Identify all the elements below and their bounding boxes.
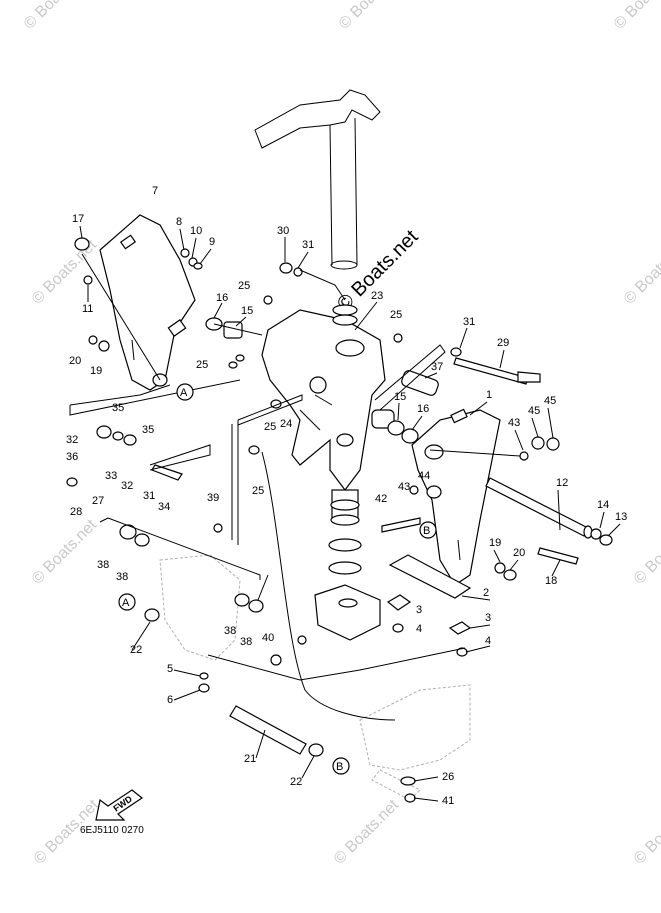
part-label-38b: 38 bbox=[116, 571, 128, 583]
part-label-2: 2 bbox=[483, 587, 489, 599]
part-label-29: 29 bbox=[497, 337, 509, 349]
part-label-6: 6 bbox=[167, 694, 173, 706]
part-label-5: 5 bbox=[167, 663, 173, 675]
small-parts bbox=[66, 237, 613, 803]
diagram-code: 6EJ5110 0270 bbox=[80, 825, 144, 836]
part-label-25a: 25 bbox=[238, 280, 250, 292]
watermark-r2: © Boats.net bbox=[631, 516, 661, 588]
lower-unit-ghost bbox=[159, 554, 471, 801]
part-label-43b: 43 bbox=[398, 481, 410, 493]
part-label-11: 11 bbox=[82, 303, 93, 315]
part-label-34: 34 bbox=[158, 501, 170, 513]
callout-b-upper: B bbox=[423, 525, 430, 537]
part-label-42: 42 bbox=[375, 493, 387, 505]
part-label-23: 23 bbox=[371, 290, 383, 302]
watermark-center: © Boats.net bbox=[333, 226, 423, 316]
part-label-14: 14 bbox=[597, 499, 609, 511]
watermark-br: © Boats.net bbox=[631, 796, 661, 868]
callout-b-lower: B bbox=[336, 761, 343, 773]
part-label-41: 41 bbox=[442, 795, 454, 807]
part-label-36: 36 bbox=[66, 451, 78, 463]
part-label-25d: 25 bbox=[264, 421, 276, 433]
part-label-12: 12 bbox=[556, 477, 568, 489]
part-label-38a: 38 bbox=[97, 559, 109, 571]
part-label-31b: 31 bbox=[463, 316, 475, 328]
part-label-25b: 25 bbox=[196, 359, 208, 371]
watermark-mr: © Boats.net bbox=[621, 236, 661, 308]
part-label-19b: 19 bbox=[489, 537, 501, 549]
part-label-3b: 3 bbox=[485, 612, 491, 624]
part-label-22b: 22 bbox=[290, 776, 302, 788]
watermark-tl: © Boats.net bbox=[21, 0, 93, 33]
part-label-24: 24 bbox=[280, 418, 292, 430]
part-label-35a: 35 bbox=[112, 402, 124, 414]
part-label-25c: 25 bbox=[390, 309, 402, 321]
left-clamp-bracket bbox=[99, 214, 196, 391]
tiller-handle bbox=[254, 89, 381, 270]
part-label-21: 21 bbox=[244, 753, 256, 765]
part-label-45b: 45 bbox=[544, 395, 556, 407]
callout-a-upper: A bbox=[180, 387, 188, 399]
watermark-tr: © Boats.net bbox=[611, 0, 661, 33]
callout-a-lower: A bbox=[122, 597, 130, 609]
part-label-13: 13 bbox=[615, 511, 627, 523]
part-label-37: 37 bbox=[431, 361, 443, 373]
label-ticks bbox=[79, 225, 621, 802]
watermark-ml: © Boats.net bbox=[29, 236, 101, 308]
part-label-31a: 31 bbox=[302, 239, 314, 251]
part-label-20b: 20 bbox=[513, 547, 525, 559]
part-label-17: 17 bbox=[72, 213, 84, 225]
part-labels: 7 17 8 10 9 11 16 15 25 25 20 19 30 31 2… bbox=[66, 185, 627, 807]
part-label-35b: 35 bbox=[142, 424, 154, 436]
part-label-25e: 25 bbox=[252, 485, 264, 497]
watermark-bm: © Boats.net bbox=[331, 796, 403, 868]
part-label-4a: 4 bbox=[416, 623, 422, 635]
part-label-28: 28 bbox=[70, 506, 82, 518]
part-label-4b: 4 bbox=[485, 635, 491, 647]
friction-plate bbox=[386, 554, 472, 635]
part-label-7: 7 bbox=[152, 185, 158, 197]
part-label-45a: 45 bbox=[528, 405, 540, 417]
part-label-22a: 22 bbox=[130, 644, 142, 656]
part-label-27: 27 bbox=[92, 495, 104, 507]
part-label-38c: 38 bbox=[224, 625, 236, 637]
part-label-33: 33 bbox=[105, 470, 117, 482]
part-label-15b: 15 bbox=[394, 391, 406, 403]
part-label-9: 9 bbox=[209, 236, 215, 248]
part-label-40: 40 bbox=[262, 632, 274, 644]
leader-lines bbox=[69, 253, 521, 721]
part-label-26: 26 bbox=[442, 771, 454, 783]
watermark-tm: © Boats.net bbox=[336, 0, 408, 33]
part-label-38d: 38 bbox=[240, 636, 252, 648]
part-label-16a: 16 bbox=[216, 292, 228, 304]
part-label-32a: 32 bbox=[66, 434, 78, 446]
part-label-32b: 32 bbox=[121, 480, 133, 492]
part-label-16b: 16 bbox=[417, 403, 429, 415]
shafts bbox=[229, 357, 593, 755]
part-label-20a: 20 bbox=[69, 355, 81, 367]
fwd-arrow: FWD bbox=[95, 789, 144, 821]
swivel-shaft-stack bbox=[314, 489, 381, 641]
callouts: A A B B bbox=[118, 383, 437, 775]
part-label-39: 39 bbox=[207, 492, 219, 504]
right-clamp-bracket bbox=[411, 408, 501, 586]
watermark-l2: © Boats.net bbox=[29, 516, 101, 588]
part-label-30: 30 bbox=[277, 225, 289, 237]
swivel-bracket bbox=[261, 304, 386, 491]
part-label-43a: 43 bbox=[508, 417, 520, 429]
part-label-10: 10 bbox=[190, 225, 202, 237]
part-label-19a: 19 bbox=[90, 365, 102, 377]
part-label-15a: 15 bbox=[241, 305, 253, 317]
part-label-31c: 31 bbox=[143, 490, 155, 502]
part-label-3a: 3 bbox=[416, 604, 422, 616]
part-label-44: 44 bbox=[418, 470, 430, 482]
part-label-1: 1 bbox=[486, 389, 492, 401]
part-label-8: 8 bbox=[176, 216, 182, 228]
part-label-18: 18 bbox=[545, 575, 557, 587]
